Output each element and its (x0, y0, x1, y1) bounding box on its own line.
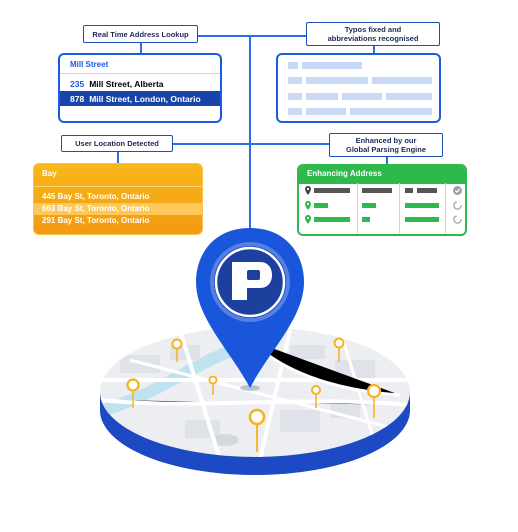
label-user-location: User Location Detected (61, 135, 173, 152)
enhancing-card-title: Enhancing Address (299, 166, 465, 184)
placeholder-bar (306, 93, 338, 100)
label-real-time-lookup-text: Real Time Address Lookup (92, 29, 189, 39)
data-bar (314, 217, 350, 222)
data-bar (362, 188, 392, 193)
placeholder-bar (302, 62, 362, 69)
label-enhanced-engine: Enhanced by our Global Parsing Engine (329, 133, 443, 157)
placeholder-bar (288, 77, 302, 84)
check-circle-icon (453, 186, 462, 195)
small-map-pins (126, 337, 382, 452)
p-logo-icon (232, 262, 272, 300)
column-divider (357, 183, 358, 234)
placeholder-bar (386, 93, 432, 100)
map-platform-illustration (100, 228, 410, 475)
location-pin-icon (305, 215, 311, 224)
lookup-result-item[interactable]: 235 Mill Street, Alberta (60, 76, 220, 91)
placeholder-bar (306, 108, 346, 115)
address-lookup-card: Mill Street 235 Mill Street, Alberta 878… (58, 53, 222, 123)
lookup-result-item-selected[interactable]: 878 Mill Street, London, Ontario (60, 91, 220, 106)
data-bar (362, 217, 370, 222)
typos-fixed-card (276, 53, 441, 123)
column-divider (399, 183, 400, 234)
location-search-query[interactable]: Bay (34, 164, 202, 187)
connector-location-down (117, 143, 119, 163)
lookup-result-number: 878 (70, 93, 85, 104)
lookup-result-text: Mill Street, Alberta (89, 78, 164, 89)
data-bar (417, 188, 437, 193)
loading-circle-icon (453, 201, 462, 210)
data-bar (405, 217, 439, 222)
placeholder-bar (306, 77, 368, 84)
lookup-result-number: 235 (70, 78, 85, 89)
label-typos-fixed: Typos fixed and abbreviations recognised (306, 22, 440, 46)
location-pin-icon (305, 186, 311, 195)
location-result-item[interactable]: 291 Bay St, Toronto, Ontario (42, 216, 150, 225)
data-bar (314, 203, 328, 208)
label-typos-line2: abbreviations recognised (327, 34, 419, 43)
data-bar (405, 188, 413, 193)
label-enhanced-line2: Global Parsing Engine (345, 145, 426, 154)
column-divider (445, 183, 446, 234)
user-location-card: Bay 445 Bay St, Toronto, Ontario 663 Bay… (33, 163, 203, 235)
location-result-item-selected[interactable]: 663 Bay St, Toronto, Ontario (34, 203, 202, 215)
connector-lookup-down (140, 35, 142, 55)
lookup-search-query[interactable]: Mill Street (60, 55, 220, 74)
label-typos-line1: Typos fixed and (344, 25, 402, 34)
placeholder-bar (288, 108, 302, 115)
connector-mid-horizontal (117, 143, 387, 145)
enhancing-address-card: Enhancing Address (297, 164, 467, 236)
placeholder-bar (372, 77, 432, 84)
location-result-item[interactable]: 445 Bay St, Toronto, Ontario (42, 192, 150, 201)
data-bar (314, 188, 350, 193)
data-bar (405, 203, 439, 208)
label-enhanced-line1: Enhanced by our (355, 136, 417, 145)
placeholder-bar (288, 93, 302, 100)
loading-circle-icon (453, 215, 462, 224)
placeholder-bar (288, 62, 298, 69)
data-bar (362, 203, 376, 208)
connector-top-horizontal (140, 35, 374, 37)
placeholder-bar (350, 108, 432, 115)
location-pin-icon (305, 201, 311, 210)
label-user-location-text: User Location Detected (75, 139, 159, 148)
placeholder-bar (342, 93, 382, 100)
lookup-result-text: Mill Street, London, Ontario (89, 93, 201, 104)
label-real-time-lookup: Real Time Address Lookup (83, 25, 198, 43)
connector-center-vertical (249, 35, 251, 230)
